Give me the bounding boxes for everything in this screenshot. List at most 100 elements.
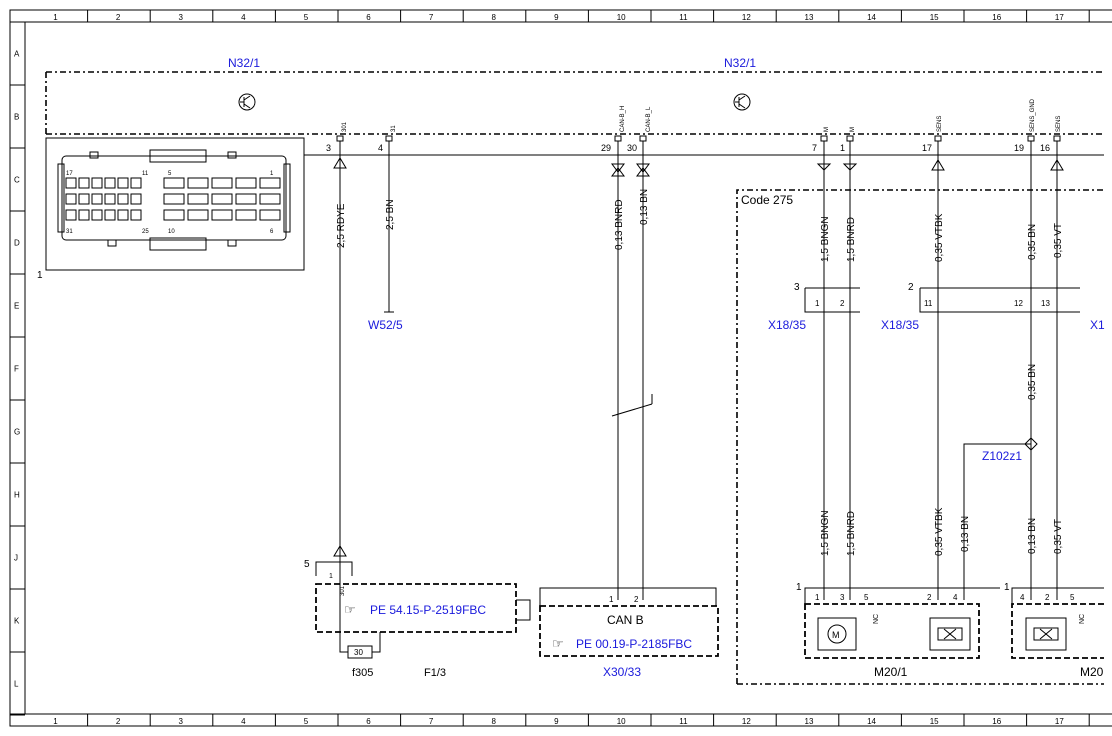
row-label: B xyxy=(14,113,19,122)
svg-text:11: 11 xyxy=(924,299,933,308)
svg-text:1: 1 xyxy=(840,143,845,153)
svg-text:4: 4 xyxy=(378,143,383,153)
svg-text:5: 5 xyxy=(168,171,172,177)
svg-text:5: 5 xyxy=(1070,593,1075,602)
svg-text:2: 2 xyxy=(1045,593,1050,602)
svg-text:M: M xyxy=(850,127,856,132)
svg-text:M: M xyxy=(832,630,840,640)
fuse-block: 5 1 301 30 xyxy=(304,559,531,659)
col-label-top: 4 xyxy=(241,13,246,22)
svg-text:1: 1 xyxy=(329,573,333,580)
svg-text:2,5 RDYE: 2,5 RDYE xyxy=(336,203,347,248)
svg-text:0,13 BN: 0,13 BN xyxy=(1027,518,1038,554)
col-label-bottom: 7 xyxy=(429,717,434,726)
transistor-icon xyxy=(238,93,256,111)
col-label-top: 14 xyxy=(867,13,876,22)
svg-text:1: 1 xyxy=(796,582,802,593)
x30-label: X30/33 xyxy=(603,665,641,679)
col-label-bottom: 1 xyxy=(53,717,58,726)
x18-label-c: X1 xyxy=(1090,318,1105,332)
n32-module-outline xyxy=(45,71,1104,135)
col-label-top: 15 xyxy=(930,13,939,22)
svg-text:0,35 BN: 0,35 BN xyxy=(1027,364,1038,400)
ref-link-fuse[interactable]: PE 54.15-P-2519FBC xyxy=(370,603,486,617)
column-grid: 1122334455667788991010111112121313141415… xyxy=(53,10,1090,726)
col-label-bottom: 3 xyxy=(179,717,184,726)
svg-text:30: 30 xyxy=(627,143,637,153)
svg-text:1,5 BNRD: 1,5 BNRD xyxy=(846,511,857,556)
row-label: K xyxy=(14,617,20,626)
x18-label-b: X18/35 xyxy=(881,318,919,332)
svg-text:0,35 VTBK: 0,35 VTBK xyxy=(934,213,945,262)
code-275-wires: 1,5 BNGN 1,5 BNRD 0,35 VTBK 0,35 BN 0,35… xyxy=(816,155,1064,600)
col-label-top: 5 xyxy=(304,13,309,22)
svg-text:M: M xyxy=(824,127,830,132)
col-label-top: 16 xyxy=(992,13,1001,22)
svg-text:13: 13 xyxy=(1041,299,1050,308)
svg-text:2: 2 xyxy=(908,282,914,293)
code-box-label: Code 275 xyxy=(741,193,793,207)
col-label-top: 10 xyxy=(617,13,626,22)
svg-text:1,5 BNRD: 1,5 BNRD xyxy=(846,217,857,262)
row-label: F xyxy=(14,365,19,374)
svg-text:CAN B: CAN B xyxy=(607,613,644,627)
ref-link-can[interactable]: PE 00.19-P-2185FBC xyxy=(576,637,692,651)
code-275-outline xyxy=(736,189,1104,685)
col-label-top: 7 xyxy=(429,13,434,22)
svg-text:7: 7 xyxy=(812,143,817,153)
svg-text:NC: NC xyxy=(1079,614,1086,624)
svg-text:SENS: SENS xyxy=(937,116,943,132)
col-label-bottom: 12 xyxy=(742,717,751,726)
col-label-top: 9 xyxy=(554,13,559,22)
row-label: A xyxy=(14,50,20,59)
col-label-bottom: 16 xyxy=(992,717,1001,726)
svg-text:1: 1 xyxy=(270,171,274,177)
svg-text:1,5 BNGN: 1,5 BNGN xyxy=(820,216,831,262)
z102-splice-label: Z102z1 xyxy=(982,449,1022,463)
row-label: G xyxy=(14,428,20,437)
col-label-bottom: 10 xyxy=(617,717,626,726)
col-label-bottom: 13 xyxy=(805,717,814,726)
col-label-top: 8 xyxy=(492,13,497,22)
svg-text:0,35 VT: 0,35 VT xyxy=(1053,519,1064,554)
col-label-bottom: 2 xyxy=(116,717,121,726)
m20-actuator: 1 4 2 5 NC xyxy=(1004,582,1104,659)
row-label: J xyxy=(14,554,18,563)
connector-icon: 17 11 5 1 31 25 10 6 xyxy=(45,137,305,271)
n32-right-label: N32/1 xyxy=(724,56,756,70)
m20-1-label: M20/1 xyxy=(874,665,908,679)
col-label-bottom: 14 xyxy=(867,717,876,726)
n32-left-label: N32/1 xyxy=(228,56,260,70)
svg-text:2,5 BN: 2,5 BN xyxy=(385,199,396,230)
fuse-f305-label: f305 xyxy=(352,667,373,679)
svg-text:1: 1 xyxy=(609,595,614,604)
svg-text:0,35 VT: 0,35 VT xyxy=(1053,223,1064,258)
col-label-top: 3 xyxy=(179,13,184,22)
svg-text:0,13 BN: 0,13 BN xyxy=(639,189,650,225)
svg-text:0,35 BN: 0,35 BN xyxy=(1027,224,1038,260)
f13-label: F1/3 xyxy=(424,667,446,679)
svg-text:301: 301 xyxy=(342,121,348,132)
svg-text:5: 5 xyxy=(864,593,869,602)
col-label-top: 17 xyxy=(1055,13,1064,22)
row-label: D xyxy=(14,239,20,248)
svg-text:12: 12 xyxy=(1014,299,1023,308)
col-label-bottom: 9 xyxy=(554,717,559,726)
svg-text:30: 30 xyxy=(354,648,363,657)
svg-text:CAN-B_H: CAN-B_H xyxy=(620,106,626,132)
svg-text:16: 16 xyxy=(1040,143,1050,153)
svg-text:3: 3 xyxy=(840,593,845,602)
svg-text:1: 1 xyxy=(815,299,820,308)
col-label-top: 12 xyxy=(742,13,751,22)
svg-text:3: 3 xyxy=(794,282,800,293)
ref-icon: ☞ xyxy=(552,636,564,651)
svg-text:SENS_GND: SENS_GND xyxy=(1030,98,1036,132)
svg-text:2: 2 xyxy=(840,299,845,308)
m20-label: M20 xyxy=(1080,665,1104,679)
svg-text:10: 10 xyxy=(168,229,175,235)
col-label-top: 11 xyxy=(679,13,688,22)
svg-text:4: 4 xyxy=(953,593,958,602)
svg-text:2: 2 xyxy=(927,593,932,602)
